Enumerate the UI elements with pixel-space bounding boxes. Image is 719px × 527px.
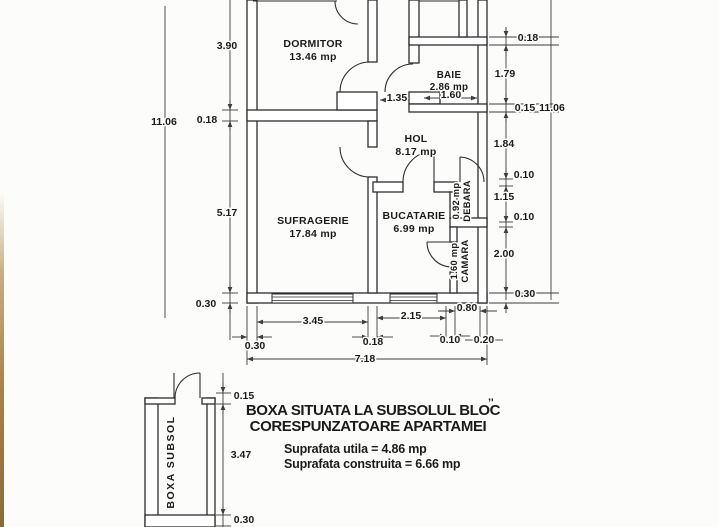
dimension-label: 3.47 — [231, 449, 252, 461]
dimension-label: 2.15 — [401, 310, 422, 322]
room-name-label: CAMARA — [460, 239, 470, 282]
room-area-label: 8.17 mp — [395, 146, 436, 158]
wall-segment — [367, 120, 378, 148]
dimension-label: 0.10 — [514, 169, 535, 181]
dimension-label: 1.15 — [494, 191, 515, 203]
wall-segment — [367, 176, 378, 294]
wall-segment — [367, 0, 378, 63]
annotation-cut-marks: ’' — [488, 397, 494, 409]
wall-segment — [206, 397, 216, 527]
dimension-label: 1.79 — [495, 68, 516, 80]
dimension-label: 0.15 — [515, 102, 536, 114]
dimension-label: 0.30 — [234, 514, 255, 526]
annotation-title-line2: CORESPUNZATOARE APARTAMEI — [250, 418, 487, 435]
wall-segment — [449, 217, 488, 228]
wall-segment — [449, 271, 458, 294]
annotation-useful-area: Suprafata utila = 4.86 mp — [284, 442, 427, 456]
dimension-label: 3.90 — [217, 40, 238, 52]
annotation-built-area: Suprafata construita = 6.66 mp — [284, 457, 461, 471]
basement-box-walls — [144, 397, 216, 527]
wall-segment — [201, 397, 216, 405]
dimension-label: 0.80 — [457, 302, 478, 314]
room-area-label: 2.86 mp — [430, 82, 469, 93]
dimension-label: 11.06 — [539, 102, 565, 114]
door-symbols — [173, 0, 485, 399]
door-arc — [339, 61, 371, 93]
door-arc — [174, 372, 201, 399]
dimension-label: 1.84 — [494, 138, 515, 150]
wall-segment — [408, 0, 420, 64]
room-name-label: HOL — [404, 133, 427, 145]
wall-segment — [246, 109, 378, 122]
room-name-label: DORMITOR — [283, 38, 342, 50]
room-name-label: BUCATARIE — [383, 210, 446, 222]
wall-segment — [144, 514, 216, 527]
window-symbols — [271, 293, 438, 304]
dimension-label: 11.06 — [151, 116, 177, 128]
door-arc — [426, 241, 453, 268]
room-name-label: BAIE — [437, 70, 462, 81]
room-name-label: DEBARA — [462, 180, 472, 222]
wall-segment — [458, 0, 468, 38]
room-area-label: 17.84 mp — [289, 228, 336, 240]
apartment-walls — [246, 0, 488, 304]
room-name-label: BOXA SUBSOL — [165, 415, 177, 508]
wall-segment — [433, 181, 458, 193]
dimension-label: 0.10 — [440, 334, 461, 346]
dimension-label: 0.15 — [234, 390, 255, 402]
window — [389, 293, 438, 304]
dimension-label: 0.30 — [196, 298, 217, 310]
dimension-label: 1.35 — [387, 92, 408, 104]
wall-segment — [372, 181, 404, 193]
dimension-label: 7.18 — [355, 353, 376, 365]
wall-segment — [246, 0, 258, 304]
room-area-label: 0.92 mp — [451, 183, 461, 220]
wall-segment — [449, 226, 458, 243]
wall-segment — [144, 397, 159, 527]
annotation-title-line1: BOXA SITUATA LA SUBSOLUL BLOC — [246, 402, 501, 419]
dimension-lines — [164, 0, 559, 527]
room-name-label: SUFRAGERIE — [277, 215, 349, 227]
dimension-label: 0.30 — [245, 340, 266, 352]
dimension-label: 0.18 — [518, 32, 539, 44]
annotation-block: BOXA SITUATA LA SUBSOLUL BLOC ’' CORESPU… — [244, 396, 502, 473]
dimension-label: 1.60 — [441, 89, 462, 101]
wall-segment — [336, 91, 378, 111]
wall-segment — [408, 103, 488, 113]
dimension-label: 5.17 — [217, 207, 238, 219]
room-area-label: 1.60 mp — [449, 243, 459, 280]
door-arc — [334, 0, 359, 25]
dimension-label: 0.30 — [515, 288, 536, 300]
door-arc — [459, 156, 485, 183]
wall-segment — [477, 0, 488, 304]
door-arc — [339, 146, 371, 178]
dimension-label: 0.10 — [514, 211, 535, 223]
room-area-label: 13.46 mp — [289, 51, 336, 63]
scan-edge-artifact — [0, 192, 4, 527]
dimension-label: 3.45 — [303, 315, 324, 327]
door-arc — [384, 63, 414, 93]
wall-segment — [144, 397, 176, 405]
window — [271, 293, 354, 304]
wall-segment — [408, 36, 488, 46]
dimension-label: 0.18 — [197, 114, 218, 126]
dimension-label: 0.20 — [474, 334, 495, 346]
room-area-label: 6.99 mp — [393, 223, 434, 235]
dimension-label: 0.18 — [363, 336, 384, 348]
door-arc — [402, 150, 435, 183]
dimension-label: 2.00 — [494, 248, 515, 260]
